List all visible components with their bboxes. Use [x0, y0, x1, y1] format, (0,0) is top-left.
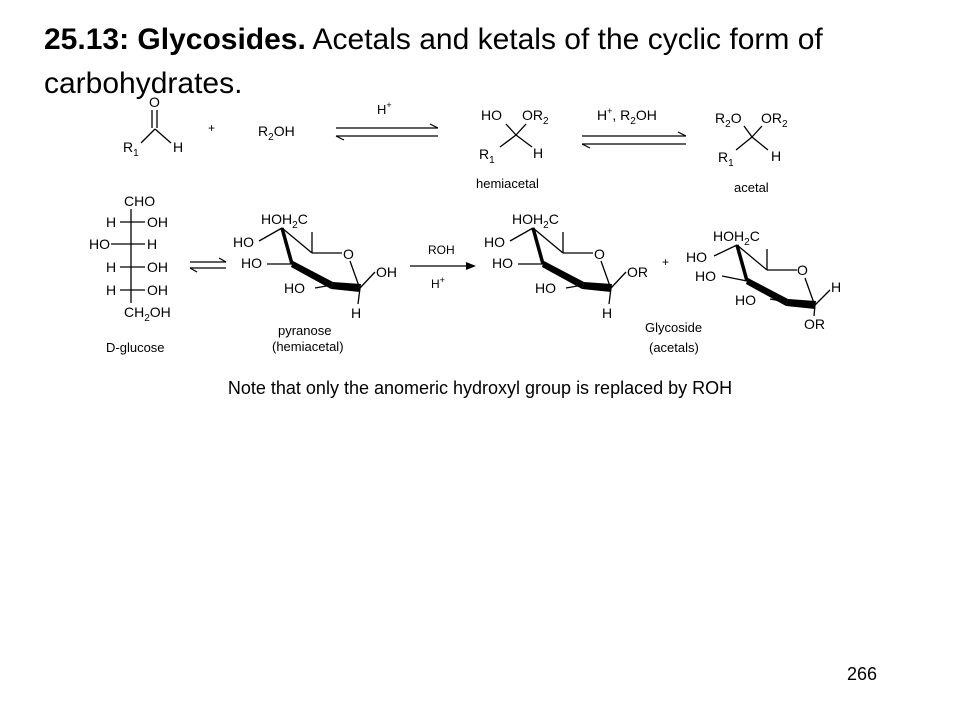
svg-text:HO: HO: [492, 255, 513, 271]
svg-text:HO: HO: [735, 292, 756, 308]
aldehyde-h: H: [173, 139, 183, 155]
hemiacetal-label: hemiacetal: [476, 176, 539, 191]
svg-text:R1: R1: [718, 149, 734, 169]
svg-text:H: H: [771, 148, 781, 164]
equilibrium-arrow-3: [189, 257, 227, 273]
title-lead: 25.13: Glycosides.: [44, 23, 306, 56]
hemiacetal-label-2: (hemiacetal): [272, 339, 344, 354]
page-number: 266: [847, 664, 878, 684]
svg-text:OH: OH: [147, 282, 168, 298]
alcohol-r2oh: R2OH: [258, 123, 295, 143]
svg-text:HO: HO: [535, 280, 556, 296]
svg-text:OR: OR: [804, 316, 825, 332]
svg-text:OR2: OR2: [761, 110, 788, 130]
note-text: Note that only the anomeric hydroxyl gro…: [227, 378, 733, 398]
svg-text:H+, R2OH: H+, R2OH: [597, 106, 657, 127]
svg-text:R1: R1: [479, 146, 495, 166]
svg-text:H: H: [106, 214, 116, 230]
slide-title: 25.13: Glycosides. Acetals and ketals of…: [44, 18, 924, 106]
glycoside-label: Glycoside (acetals): [645, 320, 702, 355]
pyranose-structure: HOH2C HO HO HO O OH H pyranose (hemiacet…: [233, 211, 397, 354]
svg-text:OH: OH: [376, 264, 397, 280]
svg-text:HO: HO: [686, 249, 707, 265]
svg-text:H+: H+: [431, 275, 445, 291]
svg-text:HOH2C: HOH2C: [713, 228, 760, 248]
svg-text:HO: HO: [481, 107, 502, 123]
svg-text:H: H: [106, 259, 116, 275]
svg-text:HO: HO: [284, 280, 305, 296]
d-glucose-label: D-glucose: [106, 340, 165, 355]
svg-text:OR2: OR2: [522, 107, 549, 127]
glycoside-alpha-structure: HOH2C HO HO HO O H OR: [686, 228, 841, 332]
plus-sign-top: +: [208, 121, 215, 135]
svg-text:O: O: [343, 246, 354, 262]
aldehyde-structure: O R1 H: [123, 94, 183, 159]
acetal-label: acetal: [734, 180, 769, 195]
svg-text:O: O: [594, 246, 605, 262]
svg-text:H: H: [106, 282, 116, 298]
svg-text:HO: HO: [89, 236, 110, 252]
svg-text:(acetals): (acetals): [649, 340, 699, 355]
svg-text:HO: HO: [484, 234, 505, 250]
svg-text:Glycoside: Glycoside: [645, 320, 702, 335]
svg-text:HOH2C: HOH2C: [512, 211, 559, 231]
svg-text:CH2OH: CH2OH: [124, 304, 171, 324]
reaction-arrow-roh: ROH H+: [410, 243, 476, 291]
svg-text:H: H: [602, 305, 612, 321]
svg-text:CHO: CHO: [124, 193, 155, 209]
hemiacetal-structure: HO OR2 R1 H hemiacetal: [476, 107, 549, 191]
svg-text:R2O: R2O: [715, 110, 742, 130]
svg-text:O: O: [797, 262, 808, 278]
svg-text:OH: OH: [147, 259, 168, 275]
svg-text:H: H: [831, 279, 841, 295]
svg-text:HO: HO: [695, 268, 716, 284]
equilibrium-arrow-1: H+: [335, 100, 439, 141]
svg-text:R1: R1: [123, 139, 139, 159]
svg-text:H: H: [533, 145, 543, 161]
svg-text:HOH2C: HOH2C: [261, 211, 308, 231]
plus-sign-bottom: +: [662, 255, 669, 269]
aldehyde-o: O: [149, 94, 160, 110]
svg-text:OH: OH: [147, 214, 168, 230]
svg-text:HO: HO: [241, 255, 262, 271]
glycoside-beta-structure: HOH2C HO HO HO O OR H: [484, 211, 648, 321]
acetal-structure: R2O OR2 R1 H acetal: [715, 110, 788, 195]
pyranose-label: pyranose: [278, 323, 331, 338]
equilibrium-arrow-2: H+, R2OH: [581, 106, 687, 149]
svg-text:H: H: [147, 236, 157, 252]
svg-text:HO: HO: [233, 234, 254, 250]
svg-text:OR: OR: [627, 264, 648, 280]
fischer-projection-d-glucose: CHO H OH HO H H OH H OH CH2OH D-glucose: [89, 193, 171, 355]
svg-text:H: H: [351, 305, 361, 321]
title-rest: Acetals and ketals of the cyclic form of…: [44, 23, 823, 100]
svg-text:H+: H+: [377, 100, 392, 117]
svg-text:ROH: ROH: [428, 243, 455, 257]
